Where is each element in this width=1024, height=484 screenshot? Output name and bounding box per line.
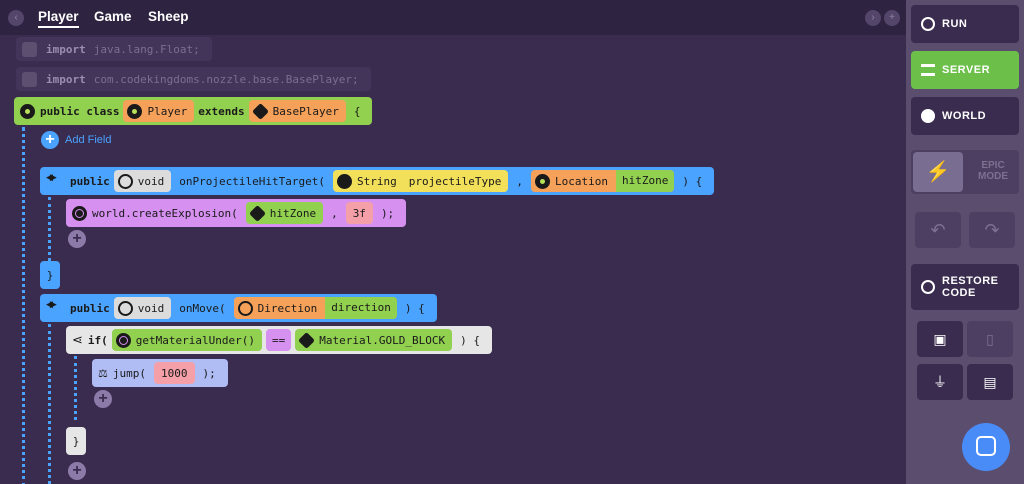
method-onProjectileHitTarget-block[interactable]: public void onProjectileHitTarget( Strin…	[40, 167, 715, 195]
tab-sheep[interactable]: Sheep	[148, 9, 189, 24]
createExplosion-statement-block[interactable]: world.createExplosion( hitZone , 3f );	[66, 199, 407, 227]
gold-block-pill[interactable]: Material.GOLD_BLOCK	[295, 329, 453, 351]
add-statement-icon[interactable]: +	[94, 390, 112, 408]
gear-icon	[20, 103, 35, 119]
method2-body-guide	[48, 324, 51, 484]
if-statement-block[interactable]: ⋖ if( getMaterialUnder() == Material.GOL…	[66, 326, 492, 354]
cube-icon	[251, 102, 269, 120]
param-direction-pill[interactable]: Direction direction	[233, 297, 397, 319]
branch-icon: ⋖	[72, 332, 83, 347]
tab-player[interactable]: Player	[38, 9, 79, 28]
parent-class-pill[interactable]: BasePlayer	[248, 100, 346, 122]
add-field-link[interactable]: Add Field	[65, 134, 112, 146]
class-declaration-block[interactable]: public class Player extends BasePlayer {	[14, 97, 373, 125]
method1-body-guide	[48, 197, 51, 267]
param-hitZone-pill[interactable]: Location hitZone	[531, 170, 675, 192]
arrows-icon	[46, 172, 64, 187]
plug-icon[interactable]: ⏚	[917, 364, 963, 400]
arg-hitZone-pill[interactable]: hitZone	[245, 202, 324, 224]
code-editor: import java.lang.Float; import com.codek…	[0, 35, 906, 484]
world-button[interactable]: WORLD	[911, 97, 1019, 135]
equals-operator[interactable]: ==	[266, 329, 292, 351]
cube-icon	[248, 204, 266, 222]
gear-icon	[127, 103, 143, 119]
redo-icon[interactable]: ↷	[969, 212, 1015, 248]
balance-icon: ⚖	[98, 367, 108, 380]
play-icon	[921, 17, 935, 31]
add-statement-icon[interactable]: +	[68, 462, 86, 480]
import-block[interactable]: import com.codekingdoms.nozzle.base.Base…	[16, 67, 371, 91]
tab-bar: ‹ Player Game Sheep › +	[0, 0, 906, 35]
arrows-icon	[46, 299, 64, 314]
side-panel: RUN SERVER WORLD ⚡ EPIC MODE ↶ ↷ RESTORE…	[906, 0, 1024, 484]
cube-icon	[22, 41, 37, 57]
jump-statement-block[interactable]: ⚖ jump( 1000 );	[92, 359, 228, 387]
compass-icon	[237, 300, 253, 316]
getMaterialUnder-pill[interactable]: getMaterialUnder()	[111, 329, 262, 351]
arg-1000-pill[interactable]: 1000	[154, 362, 195, 384]
run-button[interactable]: RUN	[911, 5, 1019, 43]
cube-icon	[298, 331, 316, 349]
add-tab-icon[interactable]: +	[884, 10, 900, 26]
class-body-guide	[22, 127, 25, 484]
epic-mode-toggle[interactable]: ⚡ EPIC MODE	[911, 150, 1019, 194]
if-end-block: }	[66, 427, 86, 455]
add-field-icon[interactable]: +	[41, 131, 59, 149]
param-projectileType-pill[interactable]: String projectileType	[332, 170, 509, 192]
server-button[interactable]: SERVER	[911, 51, 1019, 89]
add-statement-icon[interactable]: +	[68, 230, 86, 248]
if-body-guide	[74, 356, 77, 420]
undo-icon[interactable]: ↶	[915, 212, 961, 248]
globe-icon	[115, 332, 131, 348]
method1-end-block: }	[40, 261, 60, 289]
return-type-pill[interactable]: void	[113, 170, 172, 192]
chat-icon[interactable]	[962, 423, 1010, 471]
bolt-icon	[336, 173, 352, 189]
file-icon[interactable]: ▤	[967, 364, 1013, 400]
timer-icon	[921, 280, 935, 294]
server-icon	[921, 64, 935, 76]
chevron-left-icon[interactable]: ‹	[8, 10, 24, 26]
import-block[interactable]: import java.lang.Float;	[16, 37, 212, 61]
restore-code-button[interactable]: RESTORE CODE	[911, 264, 1019, 310]
class-name-pill[interactable]: Player	[123, 100, 195, 122]
cube-icon	[22, 71, 37, 87]
globe-icon	[72, 205, 87, 221]
lightning-icon: ⚡	[913, 152, 963, 192]
return-type-pill[interactable]: void	[113, 297, 172, 319]
tab-game[interactable]: Game	[94, 9, 132, 24]
void-icon	[117, 300, 133, 316]
method-onMove-block[interactable]: public void onMove( Direction direction …	[40, 294, 437, 322]
document-disabled-icon: ▯	[967, 321, 1013, 357]
globe-icon	[921, 109, 935, 123]
image-icon[interactable]: ▣	[917, 321, 963, 357]
chevron-right-icon[interactable]: ›	[865, 10, 881, 26]
void-icon	[117, 173, 133, 189]
gear-icon	[535, 173, 551, 189]
arg-3f-pill[interactable]: 3f	[345, 202, 373, 224]
